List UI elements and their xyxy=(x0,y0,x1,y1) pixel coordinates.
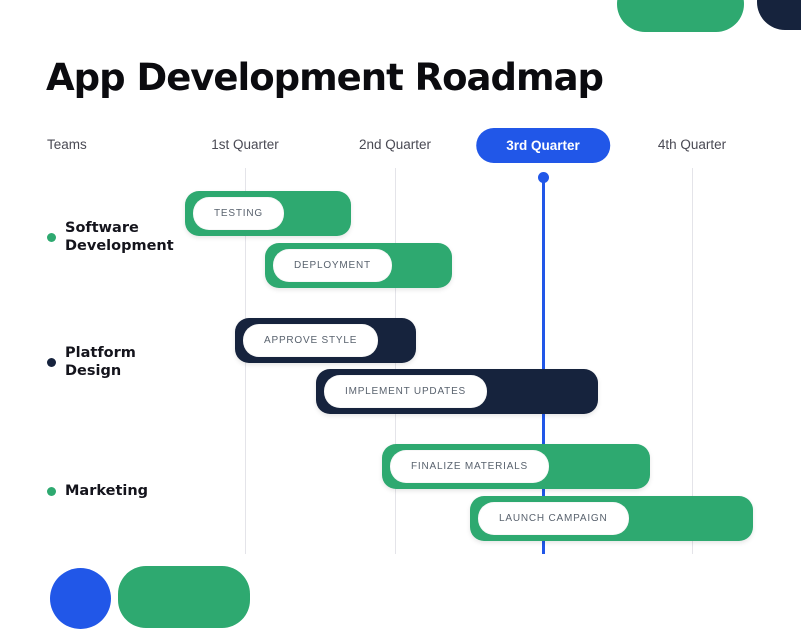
team-bullet-dot xyxy=(47,232,56,242)
teams-column-header: Teams xyxy=(47,137,87,152)
quarter-gridline xyxy=(692,168,693,554)
team-name: Marketing xyxy=(65,483,149,499)
team-label-platform-design: Platform Design xyxy=(47,344,175,380)
task-label-pill: LAUNCH CAMPAIGN xyxy=(478,502,629,535)
task-label: APPROVE STYLE xyxy=(264,335,358,346)
task-label: LAUNCH CAMPAIGN xyxy=(499,513,608,524)
task-bar-deployment[interactable]: DEPLOYMENT xyxy=(265,243,452,288)
team-label-software-development: Software Development xyxy=(47,219,175,255)
quarter-tab-2[interactable]: 2nd Quarter xyxy=(358,137,432,152)
team-name: Platform Design xyxy=(65,345,136,379)
task-label-pill: FINALIZE MATERIALS xyxy=(390,450,550,483)
task-label: DEPLOYMENT xyxy=(294,260,371,271)
task-label-pill: DEPLOYMENT xyxy=(273,249,392,282)
quarter-tab-4[interactable]: 4th Quarter xyxy=(657,137,727,152)
team-label-marketing: Marketing xyxy=(47,482,175,500)
team-name: Software Development xyxy=(65,220,174,254)
task-bar-approve-style[interactable]: APPROVE STYLE xyxy=(235,318,416,363)
task-label: IMPLEMENT UPDATES xyxy=(345,386,467,397)
team-bullet-dot xyxy=(47,357,56,367)
task-label-pill: TESTING xyxy=(193,197,284,230)
task-label: FINALIZE MATERIALS xyxy=(411,461,529,472)
task-bar-testing[interactable]: TESTING xyxy=(185,191,351,236)
task-label: TESTING xyxy=(214,208,263,219)
quarter-tab-1[interactable]: 1st Quarter xyxy=(211,137,279,152)
task-label-pill: IMPLEMENT UPDATES xyxy=(324,375,488,408)
quarter-tab-active[interactable]: 3rd Quarter xyxy=(476,128,610,163)
roadmap-chart: Software Development TESTING DEPLOYMENT Pla… xyxy=(47,168,753,554)
task-bar-finalize-materials[interactable]: FINALIZE MATERIALS xyxy=(382,444,650,489)
team-bullet-dot xyxy=(47,486,56,496)
task-bar-implement-updates[interactable]: IMPLEMENT UPDATES xyxy=(316,369,598,414)
task-bar-launch-campaign[interactable]: LAUNCH CAMPAIGN xyxy=(470,496,753,541)
page-title: App Development Roadmap xyxy=(46,56,604,99)
current-quarter-dot xyxy=(537,171,549,183)
task-label-pill: APPROVE STYLE xyxy=(243,324,379,357)
decor-pill-top-right-green xyxy=(617,0,744,32)
current-quarter-line xyxy=(541,177,545,554)
